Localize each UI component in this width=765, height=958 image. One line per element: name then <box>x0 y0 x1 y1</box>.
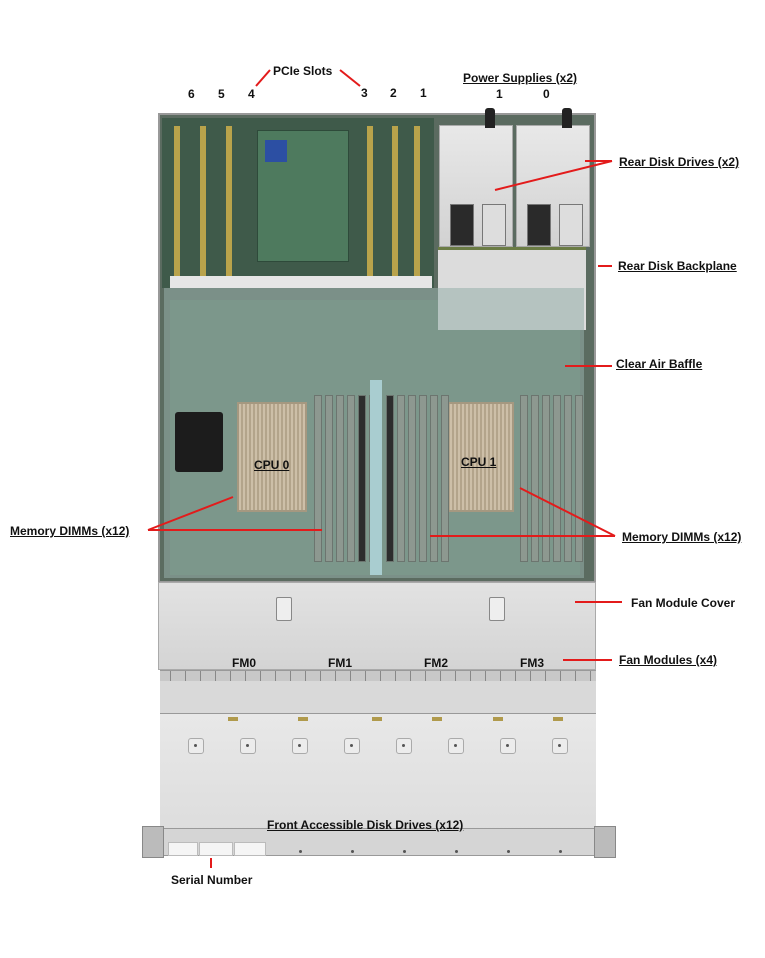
serial-sticker <box>234 842 266 856</box>
bezel-screw <box>403 850 406 853</box>
bezel-screw <box>351 850 354 853</box>
pcie-label-strip <box>170 276 432 288</box>
fan-module-cover-label: Fan Module Cover <box>631 596 736 610</box>
pcie-card-1 <box>414 126 420 276</box>
dimm-slot <box>358 395 366 562</box>
dimm-slot <box>314 395 322 562</box>
fan-module-label-fm1: FM1 <box>328 656 352 670</box>
pcie-riser-area <box>162 118 434 288</box>
dimm-slot <box>347 395 355 562</box>
dimm-slot <box>397 395 405 562</box>
dimm-slot <box>430 395 438 562</box>
drive-screw <box>240 738 256 754</box>
fan-module-label-fm0: FM0 <box>232 656 256 670</box>
bezel-screw <box>507 850 510 853</box>
bezel-screw <box>299 850 302 853</box>
front-panel-top <box>160 681 596 714</box>
dimm-slot <box>408 395 416 562</box>
dimm-bank-cpu0-right <box>386 395 449 562</box>
pcie-slots-title: PCIe Slots <box>273 64 333 78</box>
cpu1-label: CPU 1 <box>461 455 497 469</box>
rear-disk-drives-label: Rear Disk Drives (x2) <box>619 155 740 169</box>
drive-screw <box>344 738 360 754</box>
dimm-slot <box>542 395 550 562</box>
drive-tab <box>228 717 238 721</box>
rear-disk-drive-0 <box>516 108 590 247</box>
serial-sticker <box>168 842 198 856</box>
fan-module-label-fm2: FM2 <box>424 656 448 670</box>
drive-screw <box>500 738 516 754</box>
fan-module-label-fm3: FM3 <box>520 656 544 670</box>
drive-tab <box>298 717 308 721</box>
front-disk-drives-label: Front Accessible Disk Drives (x12) <box>267 818 464 832</box>
psu-number-1: 1 <box>496 87 503 101</box>
drive-label <box>559 204 583 246</box>
dimm-slot <box>419 395 427 562</box>
pcie-slot-number-6: 6 <box>188 87 195 101</box>
fan-cover-latch[interactable] <box>489 597 505 621</box>
power-supplies-title: Power Supplies (x2) <box>463 71 578 85</box>
drive-screw <box>188 738 204 754</box>
dimm-slot <box>553 395 561 562</box>
drive-screw <box>552 738 568 754</box>
pcie-slot-number-1: 1 <box>420 86 427 100</box>
dimm-slot <box>336 395 344 562</box>
psu-handle <box>485 108 495 128</box>
pcie-card-6 <box>174 126 180 276</box>
dimm-slot <box>564 395 572 562</box>
pcie-card-5 <box>200 126 206 276</box>
dimm-slot <box>441 395 449 562</box>
rack-ear-right <box>594 826 616 858</box>
drive-screw <box>448 738 464 754</box>
dimm-bank-cpu1 <box>520 395 583 562</box>
pcie-slot-number-4: 4 <box>248 87 255 101</box>
psu-number-0: 0 <box>543 87 550 101</box>
drive-tab <box>493 717 503 721</box>
dimm-slot <box>575 395 583 562</box>
dimm-slot <box>520 395 528 562</box>
pcie-slot-number-3: 3 <box>361 86 368 100</box>
serial-sticker <box>199 842 233 856</box>
psu-handle <box>562 108 572 128</box>
bezel-screw <box>455 850 458 853</box>
dimm-slot <box>325 395 333 562</box>
drive-window <box>450 204 474 246</box>
pcie-card-4 <box>226 126 232 276</box>
dimm-slot <box>531 395 539 562</box>
pcie-slot-number-5: 5 <box>218 87 225 101</box>
cpu1-heatsink <box>444 402 514 512</box>
pcie-card-3 <box>367 126 373 276</box>
drive-screw <box>396 738 412 754</box>
cable-bundle <box>370 380 382 575</box>
drive-screw <box>292 738 308 754</box>
memory-dimms-left-label: Memory DIMMs (x12) <box>10 524 130 538</box>
drive-tab <box>372 717 382 721</box>
clear-air-baffle-label: Clear Air Baffle <box>616 357 703 371</box>
rear-disk-backplane-label: Rear Disk Backplane <box>618 259 737 273</box>
drive-tab <box>553 717 563 721</box>
rack-ear-left <box>142 826 164 858</box>
raid-battery <box>175 412 223 472</box>
pcie-card-2 <box>392 126 398 276</box>
drive-label <box>482 204 506 246</box>
fan-modules-label: Fan Modules (x4) <box>619 653 718 667</box>
vga-port <box>265 140 287 162</box>
drive-window <box>527 204 551 246</box>
rear-disk-drive-1 <box>439 108 513 247</box>
serial-number-label: Serial Number <box>171 873 253 887</box>
pcie-slot-number-2: 2 <box>390 86 397 100</box>
memory-dimms-right-label: Memory DIMMs (x12) <box>622 530 742 544</box>
fan-cover-latch[interactable] <box>276 597 292 621</box>
dimm-slot <box>386 395 394 562</box>
cpu0-label: CPU 0 <box>254 458 290 472</box>
front-drive-bay <box>160 714 596 842</box>
cpu0-heatsink <box>237 402 307 512</box>
drive-tab <box>432 717 442 721</box>
bezel-screw <box>559 850 562 853</box>
fan-module-cover <box>158 582 596 670</box>
